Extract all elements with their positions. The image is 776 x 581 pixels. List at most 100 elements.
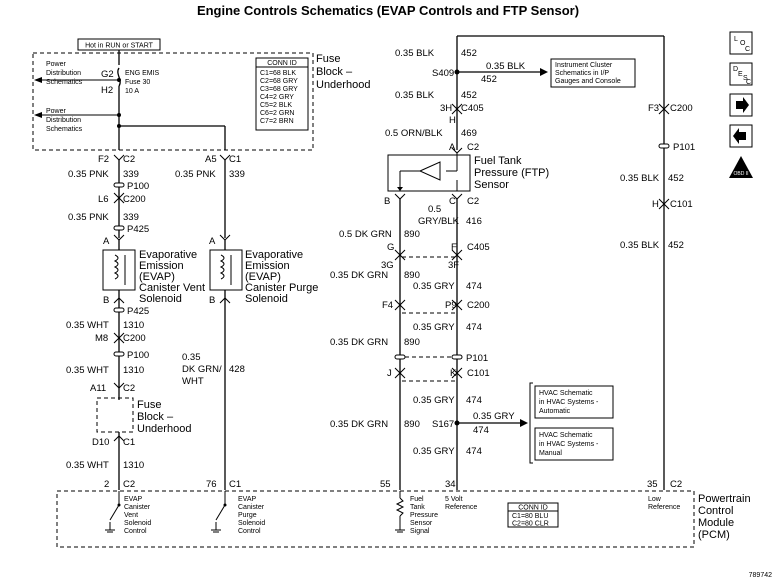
svg-text:O: O	[740, 40, 746, 47]
splice-pack-icon	[113, 351, 125, 357]
svg-text:474: 474	[466, 395, 482, 406]
svg-text:55: 55	[380, 479, 391, 490]
splice-pack-icon	[451, 354, 463, 360]
svg-text:C101: C101	[670, 199, 693, 210]
svg-text:S: S	[743, 75, 748, 82]
pd-label-1: Power	[46, 61, 67, 68]
svg-text:Solenoid: Solenoid	[245, 293, 288, 305]
pcm-vent-label: EVAP	[124, 496, 142, 503]
svg-text:C4=2 GRY: C4=2 GRY	[260, 94, 294, 101]
svg-text:C405: C405	[461, 103, 484, 114]
svg-text:S167: S167	[432, 419, 454, 430]
svg-text:Sensor: Sensor	[410, 520, 433, 527]
svg-text:P100: P100	[127, 350, 149, 361]
svg-text:C2=68 GRY: C2=68 GRY	[260, 78, 298, 85]
svg-text:C1=68 BLK: C1=68 BLK	[260, 70, 296, 77]
svg-text:GRY/BLK: GRY/BLK	[418, 216, 460, 227]
vent-circuit: F2 C2 0.35 PNK 339 P100 L6 C200 0.35 PNK…	[66, 154, 205, 490]
pd-label-2: Power	[46, 108, 67, 115]
svg-text:C2: C2	[123, 154, 135, 165]
svg-text:428: 428	[229, 364, 245, 375]
svg-text:0.5 DK GRN: 0.5 DK GRN	[339, 229, 392, 240]
svg-text:P425: P425	[127, 224, 149, 235]
svg-text:452: 452	[461, 48, 477, 59]
svg-text:339: 339	[123, 169, 139, 180]
svg-text:0.35 WHT: 0.35 WHT	[66, 320, 109, 331]
svg-text:C200: C200	[123, 194, 146, 205]
svg-text:in HVAC Systems -: in HVAC Systems -	[539, 399, 599, 406]
svg-text:0.35 BLK: 0.35 BLK	[395, 48, 435, 59]
svg-text:J: J	[387, 368, 392, 379]
svg-text:Control: Control	[698, 505, 733, 517]
svg-text:CONN ID: CONN ID	[267, 60, 297, 67]
svg-text:C1: C1	[229, 479, 241, 490]
loc-button[interactable]: L O C	[729, 31, 753, 55]
next-page-button[interactable]	[729, 93, 753, 117]
fuse-block-2-label: Fuse	[137, 399, 161, 411]
svg-text:474: 474	[466, 281, 482, 292]
svg-text:890: 890	[404, 270, 420, 281]
svg-text:Underhood: Underhood	[316, 79, 370, 91]
pcm-label: Powertrain	[698, 493, 751, 505]
low-ref-circuit: F3 C200 P101 0.35 BLK 452 H C101 0.35 BL…	[620, 36, 695, 490]
pcm-5v-label: 5 Volt	[445, 496, 463, 503]
svg-text:P100: P100	[127, 181, 149, 192]
svg-text:0.35 WHT: 0.35 WHT	[66, 365, 109, 376]
svg-text:0.35 PNK: 0.35 PNK	[68, 212, 109, 223]
svg-text:S409: S409	[432, 68, 454, 79]
svg-text:Canister Vent: Canister Vent	[139, 282, 205, 294]
obd-button[interactable]: OBD II	[729, 156, 753, 178]
ftp-circuit: 0.35 BLK 452 S409 0.35 BLK 452 Instrumen…	[330, 35, 664, 490]
switch-icon	[215, 504, 226, 521]
svg-text:0.35 WHT: 0.35 WHT	[66, 460, 109, 471]
svg-text:C1: C1	[123, 437, 135, 448]
svg-text:Schematics: Schematics	[46, 126, 83, 133]
svg-text:Emission: Emission	[245, 260, 290, 272]
svg-text:890: 890	[404, 419, 420, 430]
resistor-icon	[395, 497, 405, 517]
svg-text:0.35 BLK: 0.35 BLK	[620, 173, 660, 184]
purge-solenoid-box	[209, 249, 243, 291]
fuse-block-name: Fuse	[316, 53, 340, 65]
pcm-conn-id-box	[507, 502, 559, 528]
svg-text:Manual: Manual	[539, 450, 562, 457]
svg-text:C200: C200	[670, 103, 693, 114]
svg-text:Reference: Reference	[445, 504, 477, 511]
svg-text:F3: F3	[648, 103, 659, 114]
desc-button[interactable]: D E S C	[729, 62, 753, 86]
svg-text:HVAC Schematic: HVAC Schematic	[539, 390, 593, 397]
svg-text:A11: A11	[90, 383, 106, 394]
svg-text:0.35 DK GRN: 0.35 DK GRN	[330, 270, 388, 281]
nav-buttons: L O C D E S C OBD II	[729, 31, 753, 178]
svg-text:474: 474	[466, 446, 482, 457]
svg-text:Control: Control	[124, 528, 147, 535]
svg-text:L6: L6	[98, 194, 109, 205]
svg-text:0.35 BLK: 0.35 BLK	[395, 90, 435, 101]
purge-solenoid-label: Evaporative	[245, 249, 303, 261]
svg-text:A: A	[209, 236, 216, 247]
amplifier-icon	[418, 161, 441, 181]
svg-text:C2: C2	[467, 196, 479, 207]
svg-text:1310: 1310	[123, 460, 144, 471]
pcm-low-label: Low	[648, 496, 662, 503]
svg-text:Module: Module	[698, 517, 734, 529]
svg-text:C2: C2	[670, 479, 682, 490]
svg-text:C: C	[746, 79, 751, 86]
svg-text:C: C	[449, 196, 456, 207]
svg-text:A: A	[449, 142, 456, 153]
vent-solenoid-box	[102, 249, 136, 291]
coil-icon	[219, 254, 225, 280]
svg-text:0.35 PNK: 0.35 PNK	[175, 169, 216, 180]
svg-text:890: 890	[404, 229, 420, 240]
fuse-conn-id-box	[255, 57, 309, 131]
pcm-purge-label: EVAP	[238, 496, 256, 503]
prev-page-button[interactable]	[729, 124, 753, 148]
svg-text:B: B	[384, 196, 390, 207]
ftp-sensor-label: Fuel Tank	[474, 155, 522, 167]
svg-text:416: 416	[466, 216, 482, 227]
obd-triangle-icon	[729, 156, 753, 178]
pcm-module: Powertrain Control Module (PCM) EVAP Can…	[56, 490, 751, 548]
svg-text:0.35 BLK: 0.35 BLK	[486, 61, 526, 72]
svg-text:34: 34	[445, 479, 456, 490]
